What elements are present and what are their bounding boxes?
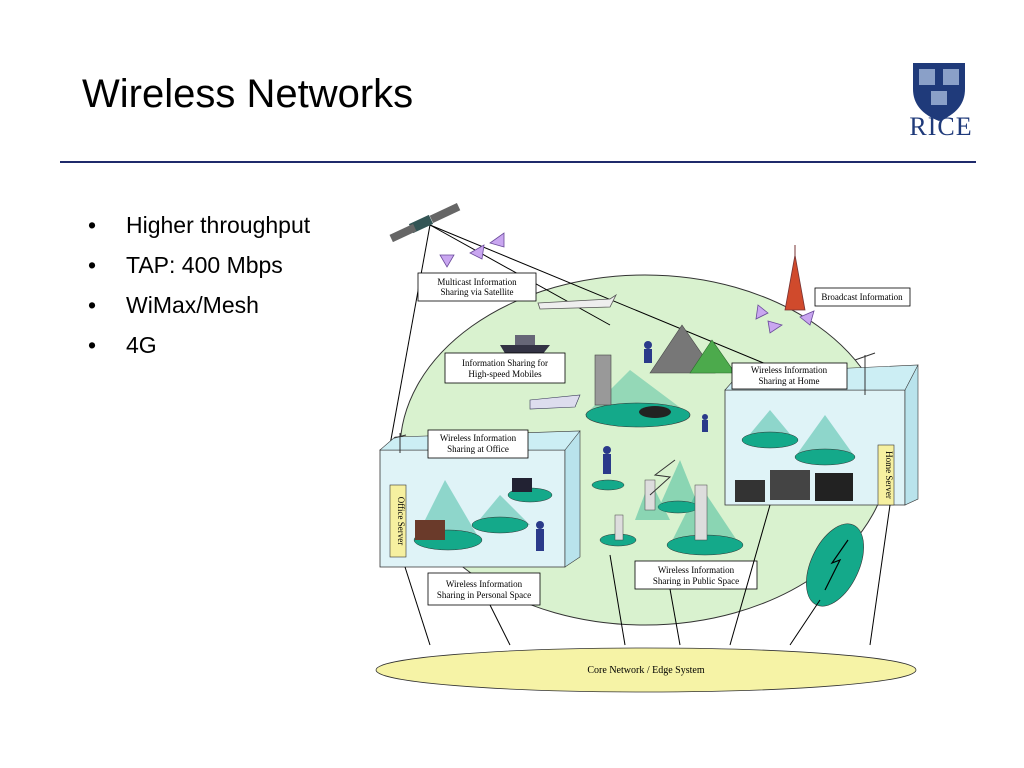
core-network: Core Network / Edge System (375, 647, 917, 693)
satellite-icon (389, 203, 461, 243)
svg-text:Wireless Information: Wireless Information (658, 565, 735, 575)
label-personal: Wireless Information Sharing in Personal… (427, 572, 541, 606)
network-diagram: Multicast Information Sharing via Satell… (375, 203, 919, 693)
label-broadcast: Broadcast Information (814, 287, 911, 307)
satellite-arrows-icon (439, 232, 815, 334)
label-public: Wireless Information Sharing in Public S… (634, 560, 758, 590)
antenna-icon (854, 352, 876, 395)
svg-text:Wireless Information: Wireless Information (440, 433, 517, 443)
bullet-item: 4G (88, 325, 310, 365)
home-server: Home Server (877, 444, 895, 506)
bullet-list: Higher throughput TAP: 400 Mbps WiMax/Me… (88, 205, 310, 365)
mobiles-cell (529, 354, 691, 428)
svg-text:Sharing at Home: Sharing at Home (759, 376, 820, 386)
airplane-icon (537, 293, 618, 310)
mountains-icon (649, 324, 736, 374)
svg-text:High-speed Mobiles: High-speed Mobiles (468, 369, 542, 379)
label-home: Wireless Information Sharing at Home (731, 362, 848, 390)
label-mobiles: Information Sharing for High-speed Mobil… (444, 352, 566, 384)
svg-text:Office Server: Office Server (396, 497, 406, 546)
core-connections (404, 504, 891, 646)
bullet-item: Higher throughput (88, 205, 310, 245)
title-divider (60, 161, 976, 163)
antenna-icon (393, 433, 407, 453)
broadcast-tower-icon (784, 245, 806, 311)
svg-text:Information Sharing for: Information Sharing for (462, 358, 548, 368)
office-server: Office Server (389, 484, 407, 558)
svg-text:Broadcast Information: Broadcast Information (821, 292, 903, 302)
rice-logo-text: RICE (909, 112, 973, 141)
slide-title: Wireless Networks (82, 72, 414, 116)
label-office: Wireless Information Sharing at Office (427, 429, 529, 459)
label-satellite: Multicast Information Sharing via Satell… (417, 272, 537, 302)
svg-text:Wireless Information: Wireless Information (446, 579, 523, 589)
person-icon (536, 341, 708, 551)
bullet-item: TAP: 400 Mbps (88, 245, 310, 285)
svg-text:Home Server: Home Server (884, 451, 894, 499)
ship-icon (500, 335, 550, 355)
svg-text:Sharing via Satellite: Sharing via Satellite (441, 287, 514, 297)
svg-text:Sharing in Public Space: Sharing in Public Space (653, 576, 739, 586)
rice-shield-logo (913, 63, 965, 121)
bullet-item: WiMax/Mesh (88, 285, 310, 325)
svg-text:Multicast Information: Multicast Information (437, 277, 517, 287)
svg-text:Wireless Information: Wireless Information (751, 365, 828, 375)
public-space-cells (591, 459, 744, 556)
svg-text:Core Network / Edge System: Core Network / Edge System (587, 665, 704, 676)
svg-text:Sharing at Office: Sharing at Office (447, 444, 509, 454)
svg-text:Sharing in Personal Space: Sharing in Personal Space (437, 590, 531, 600)
